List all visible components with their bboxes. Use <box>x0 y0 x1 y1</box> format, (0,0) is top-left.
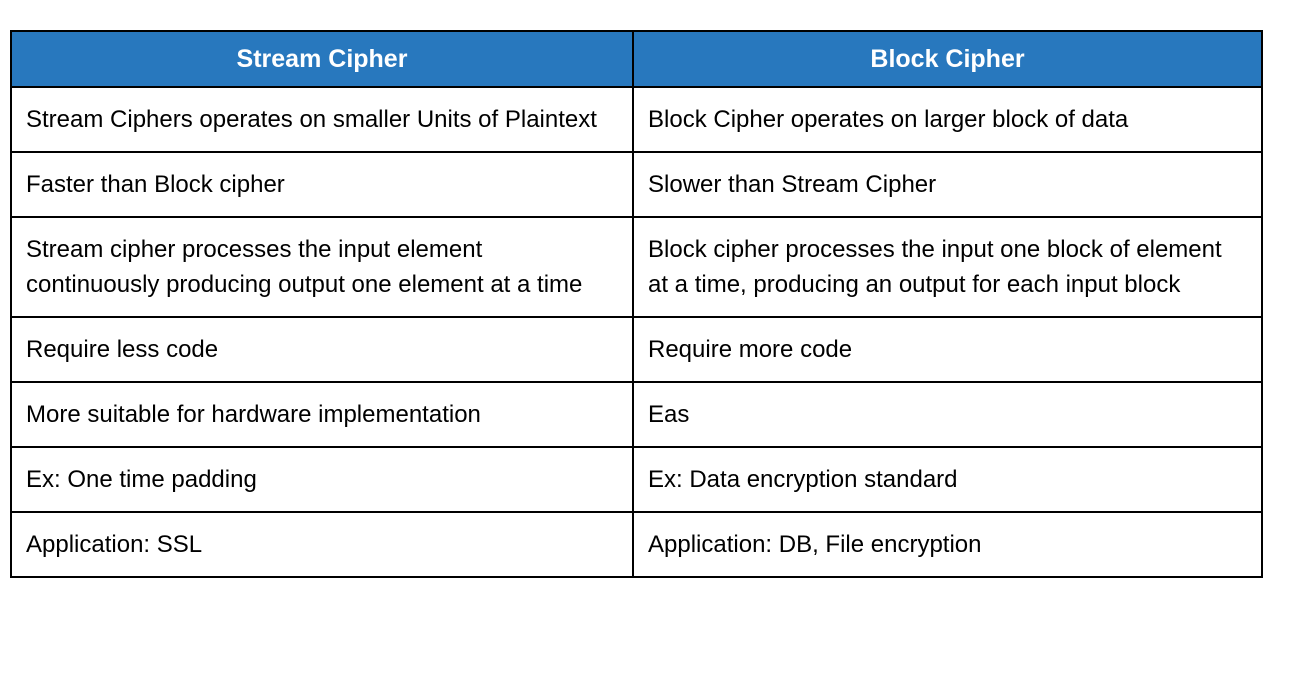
table-body: Stream Ciphers operates on smaller Units… <box>10 86 1263 578</box>
table-row: Stream Ciphers operates on smaller Units… <box>10 86 1263 153</box>
table-row: Stream cipher processes the input elemen… <box>10 216 1263 318</box>
table-row: Require less code Require more code <box>10 316 1263 383</box>
table-row: Faster than Block cipher Slower than Str… <box>10 151 1263 218</box>
table-cell-stream: Require less code <box>10 316 634 383</box>
table-cell-block: Eas <box>632 381 1263 448</box>
table-cell-stream: Stream cipher processes the input elemen… <box>10 216 634 318</box>
table-row: More suitable for hardware implementatio… <box>10 381 1263 448</box>
table-cell-stream: Stream Ciphers operates on smaller Units… <box>10 86 634 153</box>
table-cell-stream: Faster than Block cipher <box>10 151 634 218</box>
table-cell-stream: Application: SSL <box>10 511 634 578</box>
table-header: Stream Cipher Block Cipher <box>10 30 1263 88</box>
table-row: Application: SSL Application: DB, File e… <box>10 511 1263 578</box>
table-cell-block: Slower than Stream Cipher <box>632 151 1263 218</box>
header-row: Stream Cipher Block Cipher <box>10 30 1263 88</box>
table-cell-block: Block cipher processes the input one blo… <box>632 216 1263 318</box>
cipher-comparison-table: Stream Cipher Block Cipher Stream Cipher… <box>10 30 1263 578</box>
table-cell-stream: Ex: One time padding <box>10 446 634 513</box>
table-cell-block: Require more code <box>632 316 1263 383</box>
table-row: Ex: One time padding Ex: Data encryption… <box>10 446 1263 513</box>
table-cell-block: Application: DB, File encryption <box>632 511 1263 578</box>
column-header-stream-cipher: Stream Cipher <box>10 30 634 88</box>
table-cell-stream: More suitable for hardware implementatio… <box>10 381 634 448</box>
table-cell-block: Block Cipher operates on larger block of… <box>632 86 1263 153</box>
table-cell-block: Ex: Data encryption standard <box>632 446 1263 513</box>
column-header-block-cipher: Block Cipher <box>632 30 1263 88</box>
